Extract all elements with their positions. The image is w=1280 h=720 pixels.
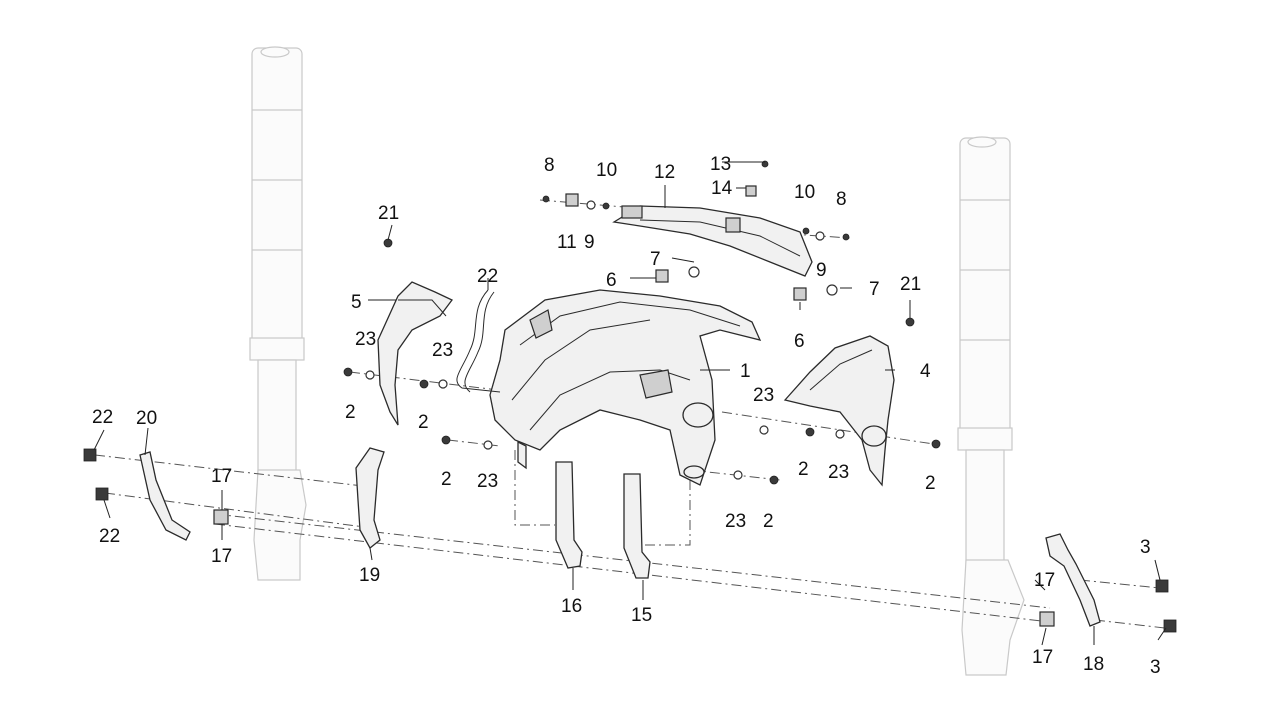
bracket-15-part	[623, 473, 651, 579]
callout-2: 2	[441, 469, 452, 490]
left-fork-tube	[249, 46, 307, 581]
fasteners	[83, 160, 1177, 633]
callout-6: 6	[794, 331, 805, 352]
callout-22: 22	[477, 266, 498, 287]
callout-22: 22	[92, 407, 113, 428]
callout-2: 2	[925, 473, 936, 494]
callout-4: 4	[920, 361, 931, 382]
callout-7: 7	[650, 249, 661, 270]
callout-20: 20	[136, 408, 157, 429]
callout-23: 23	[432, 340, 453, 361]
callout-labels: 1 2 2 2 2 2 2 3 3 4 5 6 6 7 7 8 8 9 9 10…	[92, 154, 1161, 678]
callout-2: 2	[763, 511, 774, 532]
callout-12: 12	[654, 162, 675, 183]
callout-21: 21	[900, 274, 921, 295]
callout-23: 23	[477, 471, 498, 492]
upper-cover-part	[612, 205, 813, 277]
callout-19: 19	[359, 565, 380, 586]
callout-16: 16	[561, 596, 582, 617]
callout-17: 17	[211, 466, 232, 487]
callout-17: 17	[1034, 570, 1055, 591]
callout-17: 17	[1032, 647, 1053, 668]
cable-wire-part	[456, 289, 501, 393]
callout-23: 23	[828, 462, 849, 483]
callout-8: 8	[836, 189, 847, 210]
callout-9: 9	[816, 260, 827, 281]
callout-2: 2	[798, 459, 809, 480]
callout-8: 8	[544, 155, 555, 176]
callout-23: 23	[725, 511, 746, 532]
callout-3: 3	[1140, 537, 1151, 558]
callout-23: 23	[753, 385, 774, 406]
right-fork-tube	[957, 136, 1025, 676]
leader-lines	[93, 161, 1167, 646]
callout-17: 17	[211, 546, 232, 567]
callout-9: 9	[584, 232, 595, 253]
left-side-cover-part	[377, 281, 453, 426]
front-fender-part	[489, 289, 762, 486]
stay-bracket-18-part	[1045, 533, 1101, 627]
callout-23: 23	[355, 329, 376, 350]
stay-bracket-19-part	[355, 447, 385, 549]
callout-14: 14	[711, 178, 733, 199]
callout-2: 2	[345, 402, 356, 423]
callout-6: 6	[606, 270, 617, 291]
callout-10: 10	[794, 182, 815, 203]
callout-2: 2	[418, 412, 429, 433]
callout-5: 5	[351, 292, 362, 313]
callout-1: 1	[740, 361, 751, 382]
callout-7: 7	[869, 279, 880, 300]
callout-3: 3	[1150, 657, 1161, 678]
callout-15: 15	[631, 605, 652, 626]
callout-13: 13	[710, 154, 731, 175]
callout-11: 11	[557, 232, 577, 253]
callout-22: 22	[99, 526, 120, 547]
stay-bracket-20-part	[139, 451, 191, 541]
callout-21: 21	[378, 203, 399, 224]
callout-10: 10	[596, 160, 617, 181]
bracket-16-part	[555, 461, 583, 569]
right-side-cover-part	[783, 335, 895, 487]
callout-18: 18	[1083, 654, 1104, 675]
